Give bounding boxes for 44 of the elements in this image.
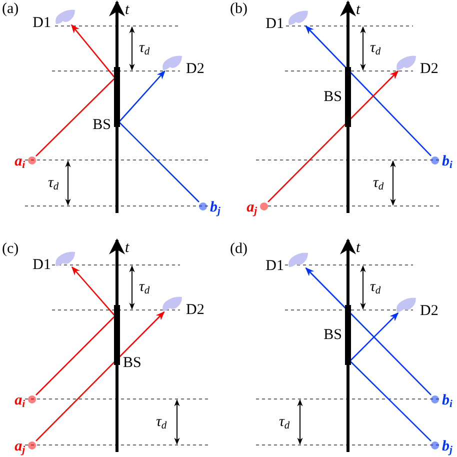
mode-label: a$_{i}$ xyxy=(14,393,25,411)
detector-label: D2 xyxy=(420,304,438,319)
photon-path xyxy=(118,70,200,202)
photon-path xyxy=(36,24,116,157)
delay-label: τ$_{d}$ xyxy=(139,41,150,58)
axis-label: t xyxy=(125,3,130,18)
delay-label: τ$_{d}$ xyxy=(156,415,167,432)
photon-path xyxy=(36,311,165,442)
beam-splitter-label: BS xyxy=(324,90,342,104)
mode-label: a$_{j}$ xyxy=(14,439,25,457)
delay-label: τ$_{d}$ xyxy=(139,280,150,298)
detector-label: D1 xyxy=(266,259,284,274)
delay-label: τ$_{d}$ xyxy=(370,280,381,298)
photon-path xyxy=(305,25,432,156)
axis-label: t xyxy=(356,241,360,256)
detector-label: D2 xyxy=(186,62,204,77)
delay-label: τ$_{d}$ xyxy=(370,41,381,58)
mode-label: b$_{j}$ xyxy=(210,200,220,218)
detector-label: D1 xyxy=(266,17,284,32)
mode-label: b$_{j}$ xyxy=(442,439,452,457)
panel-label: (d) xyxy=(230,242,248,257)
axis-label: t xyxy=(356,3,360,18)
mode-label: b$_{i}$ xyxy=(442,154,452,172)
detector-label: D2 xyxy=(420,62,438,77)
photon-path xyxy=(305,267,432,396)
panel-label: (b) xyxy=(230,2,248,17)
detector-label: D1 xyxy=(32,258,51,273)
photon-path xyxy=(268,70,399,202)
panel-label: (c) xyxy=(2,242,19,257)
detector-label: D2 xyxy=(186,303,204,318)
beam-splitter-label: BS xyxy=(324,328,342,342)
mode-label: a$_{i}$ xyxy=(14,154,25,172)
detector-label: D1 xyxy=(32,16,51,31)
delay-label: τ$_{d}$ xyxy=(373,176,384,194)
delay-label: τ$_{d}$ xyxy=(279,415,290,432)
beam-splitter-label: BS xyxy=(123,356,142,371)
mode-label: a$_{j}$ xyxy=(246,200,257,218)
photon-path xyxy=(36,266,116,396)
delay-label: τ$_{d}$ xyxy=(48,176,59,194)
photon-path xyxy=(349,312,432,442)
beam-splitter-label: BS xyxy=(92,118,111,133)
axis-label: t xyxy=(125,241,130,256)
panel-label: (a) xyxy=(2,2,19,17)
mode-label: b$_{i}$ xyxy=(442,393,452,411)
